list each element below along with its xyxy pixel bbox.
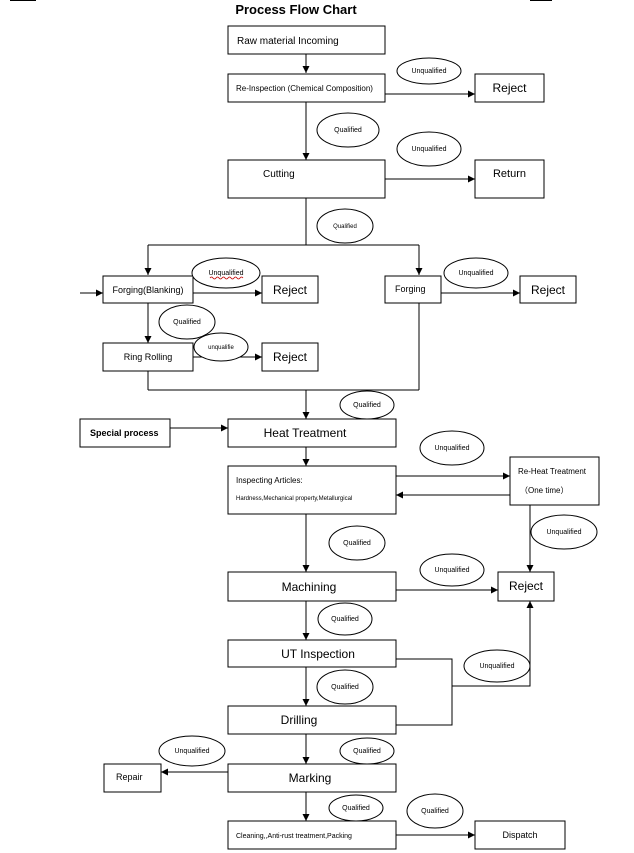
- svg-text:Unqualified: Unqualified: [479, 663, 514, 670]
- node-forging-blanking-label: Forging(Blanking): [112, 285, 183, 295]
- chart-title: Process Flow Chart: [235, 2, 357, 17]
- oval-qualified-marking: Qualified: [328, 794, 384, 822]
- svg-text:Unqualified: Unqualified: [434, 445, 469, 452]
- oval-unqualified-ut: Unqualified: [463, 649, 531, 683]
- node-repair: Repair: [103, 763, 162, 793]
- oval-qualified-heat: Qualified: [339, 390, 395, 420]
- node-reject-5: Reject: [497, 571, 555, 602]
- node-drilling: Drilling: [227, 705, 397, 735]
- node-inspecting-title: Inspecting Articles:: [236, 476, 303, 485]
- node-reinspection: Re-Inspection (Chemical Composition): [227, 73, 386, 103]
- node-reject-5-label: Reject: [509, 579, 544, 593]
- node-machining-label: Machining: [282, 580, 337, 594]
- line-ut-drill-loop: [396, 658, 453, 726]
- oval-unqualified-forging: Unqualified: [443, 257, 509, 289]
- arrow-loop-to-reject: [452, 601, 534, 687]
- node-special-process-label: Special process: [90, 428, 159, 438]
- connectors: [80, 54, 534, 839]
- oval-unqualified-reinspection: Unqualified: [396, 57, 462, 85]
- node-return-label: Return: [493, 168, 526, 180]
- oval-qualified-ut: Qualified: [316, 669, 374, 705]
- node-heat-treatment: Heat Treatment: [227, 418, 397, 448]
- node-repair-label: Repair: [116, 772, 143, 782]
- oval-qualified-drilling: Qualified: [339, 737, 395, 765]
- node-reheat-note: （One time）: [520, 486, 568, 495]
- svg-text:Qualified: Qualified: [331, 684, 359, 691]
- node-ut-inspection-label: UT Inspection: [281, 647, 355, 661]
- node-return: Return: [474, 159, 545, 199]
- oval-unqualified-machining: Unqualified: [419, 553, 485, 587]
- svg-text:Unqualified: Unqualified: [434, 567, 469, 574]
- node-ring-rolling-label: Ring Rolling: [124, 352, 173, 362]
- node-cleaning-label: Cleaning,,Anti-rust treatment,Packing: [236, 833, 352, 840]
- svg-text:Qualified: Qualified: [173, 319, 201, 326]
- oval-qualified-cleaning: Qualified: [406, 793, 464, 829]
- oval-unqualified-ring-rolling: unqualifie: [193, 332, 249, 362]
- oval-qualified-reinspection: Qualified: [316, 112, 380, 148]
- node-forging: Forging: [384, 275, 442, 304]
- svg-text:unqualifie: unqualifie: [208, 345, 234, 351]
- svg-text:Unqualified: Unqualified: [208, 270, 243, 277]
- node-raw-material: Raw material Incoming: [227, 25, 386, 55]
- node-reject-4: Reject: [261, 342, 319, 372]
- labels: Unqualified Qualified Unqualified Qualif…: [158, 57, 598, 829]
- node-cutting-label: Cutting: [263, 169, 295, 180]
- svg-text:Qualified: Qualified: [331, 616, 359, 623]
- node-reject-4-label: Reject: [273, 350, 308, 364]
- node-reject-2: Reject: [261, 275, 319, 304]
- svg-text:Qualified: Qualified: [421, 808, 449, 815]
- node-marking-label: Marking: [289, 771, 332, 785]
- node-inspecting-detail: Hardness,Mechanical property,Metallurgic…: [236, 496, 352, 502]
- node-reinspection-label: Re-Inspection (Chemical Composition): [236, 84, 373, 93]
- node-reject-3-label: Reject: [531, 283, 566, 297]
- oval-unqualified-forging-blanking: Unqualified: [191, 257, 261, 289]
- node-machining: Machining: [227, 571, 397, 602]
- node-marking: Marking: [227, 763, 397, 793]
- node-reheat-title: Re-Heat Treatment: [518, 467, 587, 476]
- svg-text:Unqualified: Unqualified: [458, 270, 493, 277]
- svg-text:Qualified: Qualified: [343, 540, 371, 547]
- oval-qualified-forging-blanking: Qualified: [158, 304, 216, 340]
- node-dispatch: Dispatch: [474, 820, 566, 850]
- node-cleaning: Cleaning,,Anti-rust treatment,Packing: [227, 820, 397, 850]
- svg-text:Unqualified: Unqualified: [174, 748, 209, 755]
- svg-text:Qualified: Qualified: [353, 748, 381, 755]
- oval-unqualified-reheat: Unqualified: [530, 514, 598, 550]
- node-raw-material-label: Raw material Incoming: [237, 36, 339, 47]
- node-forging-blanking: Forging(Blanking): [102, 275, 194, 304]
- node-inspecting: Inspecting Articles: Hardness,Mechanical…: [227, 465, 397, 515]
- node-reject-2-label: Reject: [273, 283, 308, 297]
- oval-qualified-cutting: Qualified: [316, 208, 374, 244]
- svg-text:Unqualified: Unqualified: [411, 146, 446, 153]
- oval-unqualified-inspecting: Unqualified: [419, 430, 485, 466]
- node-ut-inspection: UT Inspection: [227, 639, 397, 668]
- node-reject-1-label: Reject: [492, 81, 527, 95]
- node-reject-3: Reject: [519, 275, 577, 304]
- node-reject-1: Reject: [474, 73, 545, 103]
- node-reheat: Re-Heat Treatment （One time）: [509, 456, 600, 506]
- node-special-process: Special process: [79, 418, 171, 448]
- svg-text:Qualified: Qualified: [353, 402, 381, 409]
- svg-text:Unqualified: Unqualified: [546, 529, 581, 536]
- node-forging-label: Forging: [395, 284, 426, 294]
- svg-text:Qualified: Qualified: [333, 224, 357, 230]
- svg-text:Unqualified: Unqualified: [411, 68, 446, 75]
- node-cutting: Cutting: [227, 159, 386, 199]
- node-ring-rolling: Ring Rolling: [102, 342, 194, 372]
- oval-qualified-inspecting: Qualified: [328, 525, 386, 561]
- node-dispatch-label: Dispatch: [502, 830, 537, 840]
- oval-unqualified-marking: Unqualified: [158, 735, 226, 767]
- svg-text:Qualified: Qualified: [334, 127, 362, 134]
- node-drilling-label: Drilling: [281, 713, 318, 727]
- node-heat-treatment-label: Heat Treatment: [264, 426, 347, 440]
- oval-qualified-machining: Qualified: [317, 602, 373, 636]
- svg-text:Qualified: Qualified: [342, 805, 370, 812]
- oval-unqualified-cutting: Unqualified: [396, 131, 462, 167]
